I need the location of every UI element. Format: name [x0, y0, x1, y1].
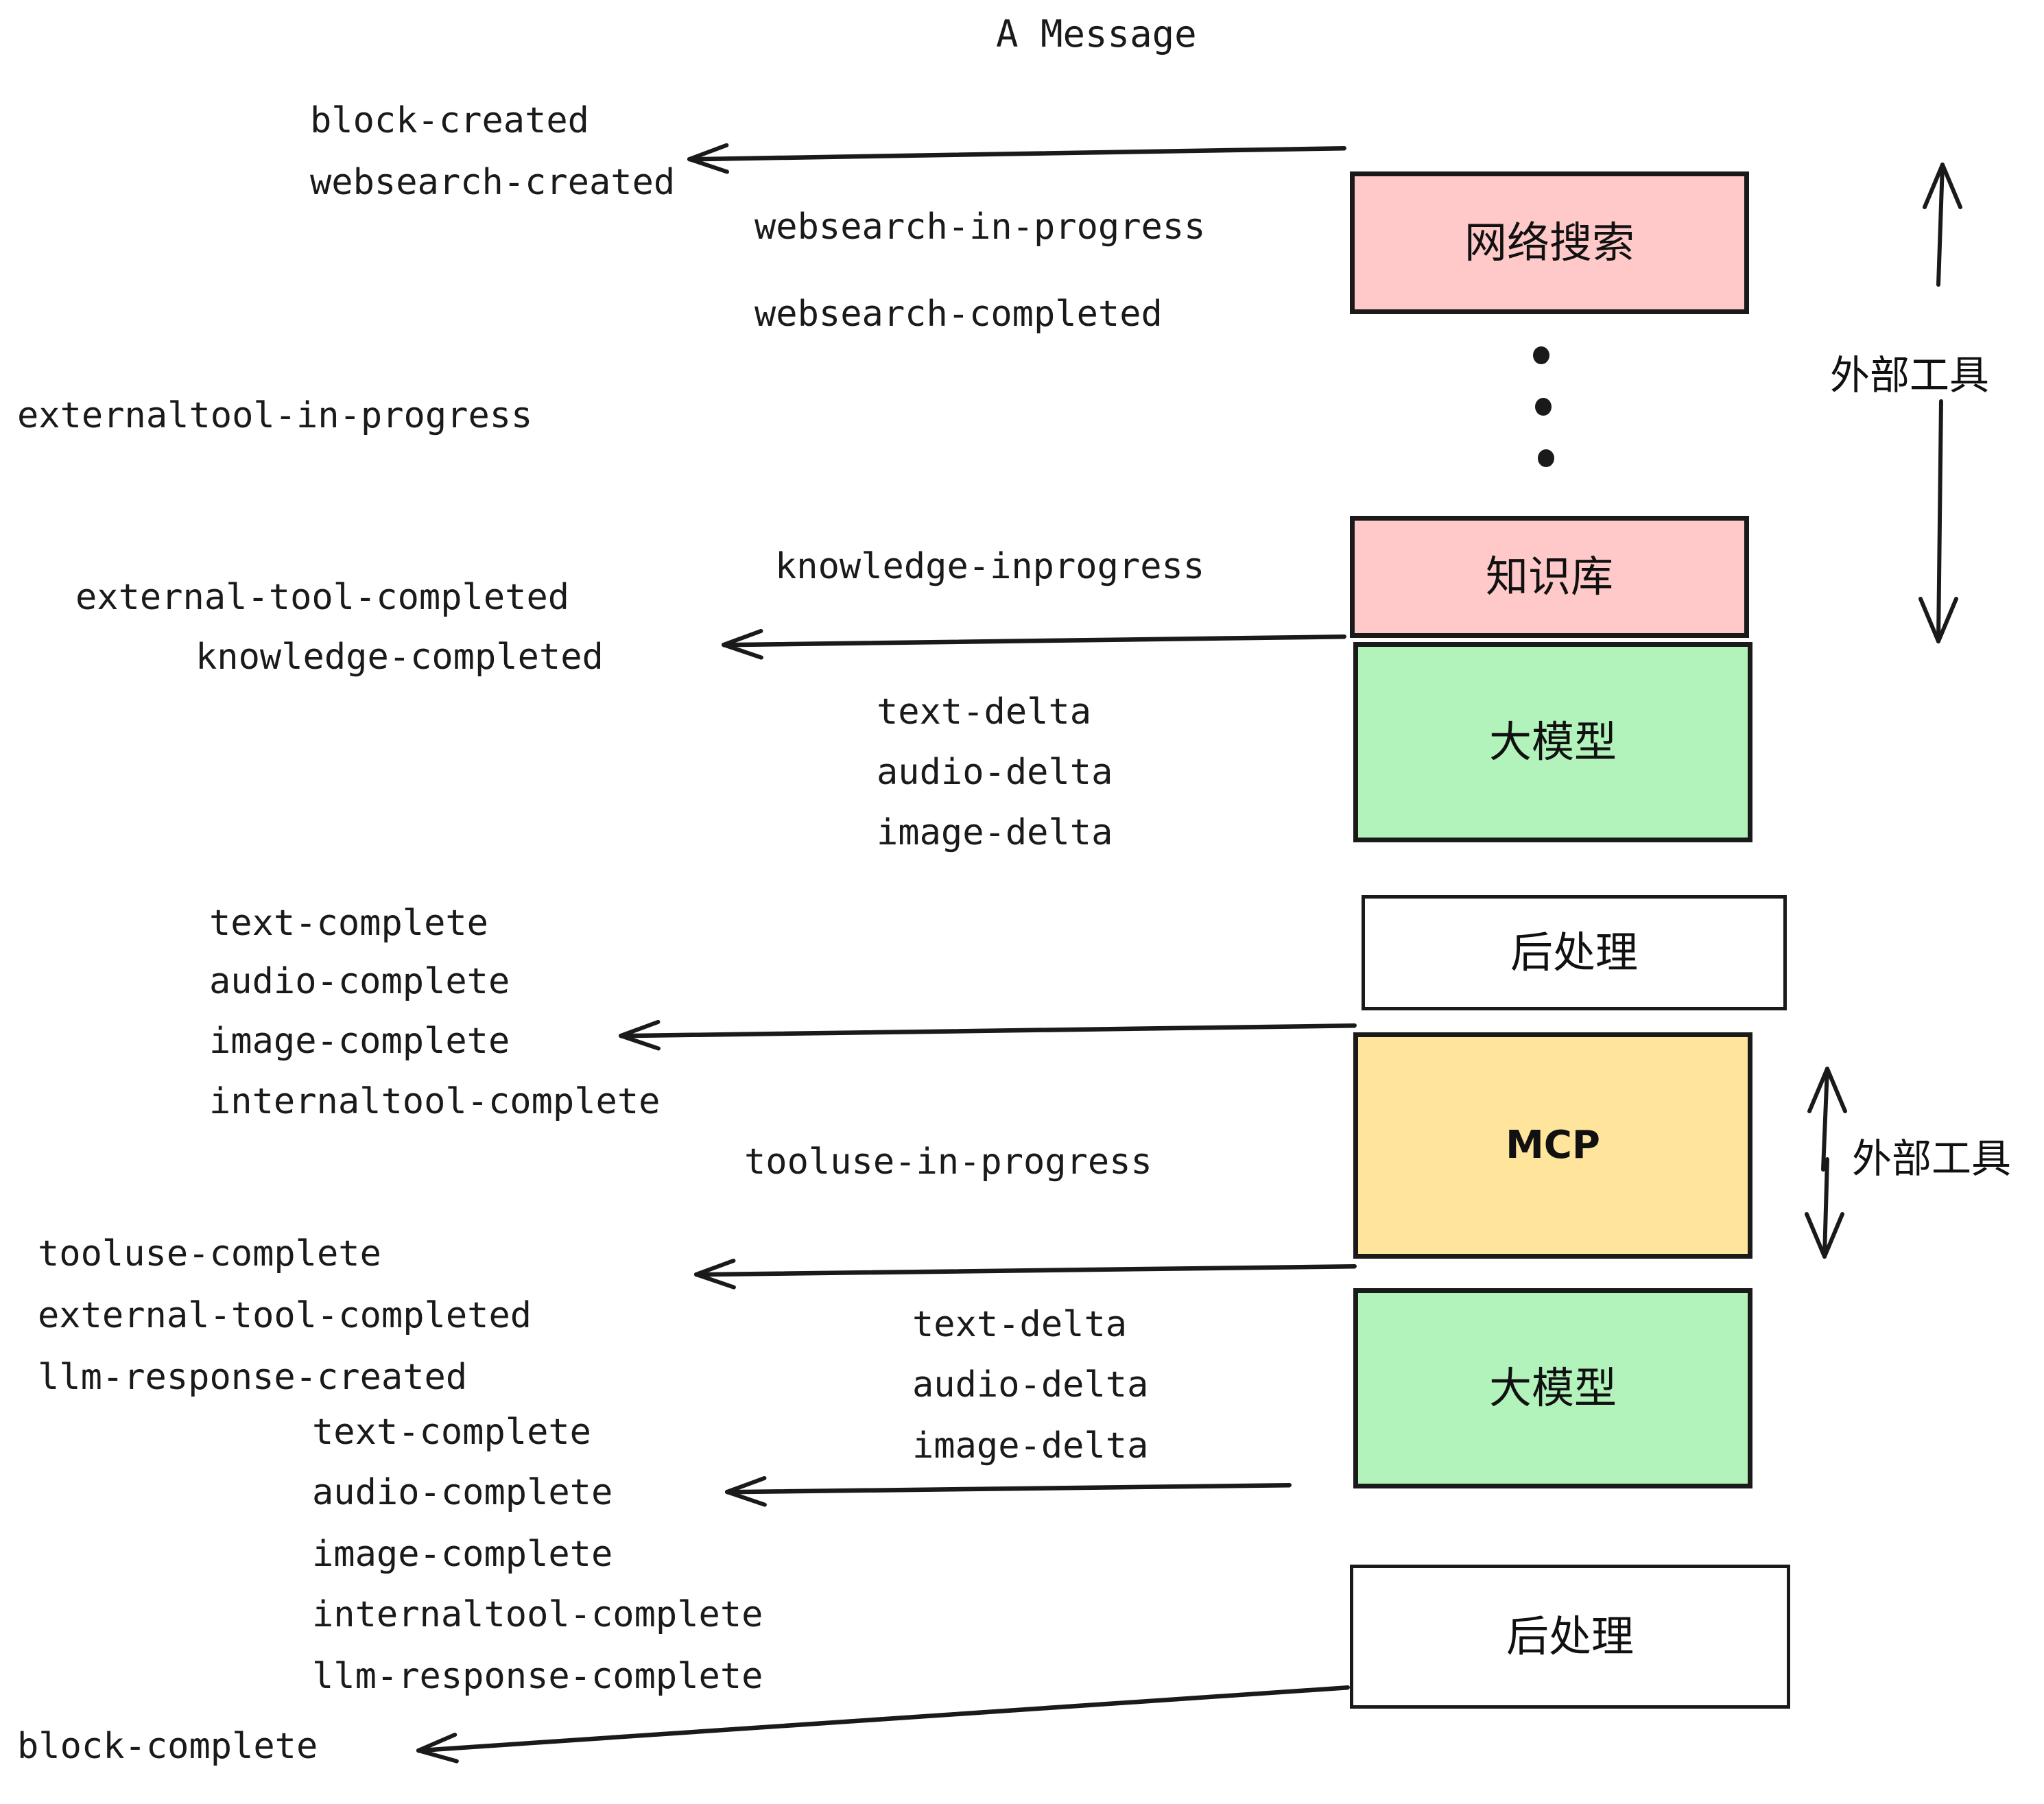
arrow-llm-bottom-to-left: [725, 1475, 1292, 1507]
event-label: text-delta: [877, 691, 1092, 733]
event-label: websearch-completed: [754, 294, 1163, 335]
event-label: tooluse-in-progress: [744, 1141, 1152, 1183]
external-tool-label: 外部工具: [1852, 1135, 2012, 1182]
event-label: image-delta: [877, 812, 1113, 853]
event-label: websearch-created: [310, 162, 676, 203]
event-label: internaltool-complete: [312, 1594, 763, 1635]
arrow-external-tool-down: [1918, 399, 1958, 643]
event-label: tooluse-complete: [38, 1233, 381, 1274]
node-label-post-bottom: 后处理: [1506, 1611, 1634, 1661]
ellipsis-dot-icon: [1535, 398, 1552, 416]
node-label-llm-top: 大模型: [1488, 717, 1617, 767]
event-label: internaltool-complete: [209, 1081, 661, 1122]
node-post-top: 后处理: [1362, 895, 1787, 1010]
arrow-mcp-tool-down: [1805, 1157, 1844, 1259]
node-label-mcp: MCP: [1506, 1123, 1600, 1167]
event-label: llm-response-created: [38, 1357, 468, 1398]
page-title: A Message: [996, 12, 1197, 56]
event-label: block-created: [310, 100, 589, 141]
ellipsis-dot-icon: [1538, 449, 1554, 467]
event-label: websearch-in-progress: [754, 206, 1206, 248]
event-label: image-complete: [209, 1021, 510, 1062]
event-label: text-delta: [912, 1304, 1128, 1345]
event-label: audio-complete: [312, 1472, 613, 1513]
event-label: text-complete: [209, 903, 488, 944]
arrow-external-tool-up: [1923, 163, 1962, 287]
node-llm-bottom: 大模型: [1353, 1288, 1752, 1488]
event-label: knowledge-completed: [195, 637, 604, 678]
event-label: block-complete: [17, 1726, 318, 1767]
event-label: external-tool-completed: [38, 1295, 532, 1336]
event-label: knowledge-inprogress: [775, 546, 1205, 587]
ellipsis-dot-icon: [1533, 346, 1549, 364]
event-label: audio-complete: [209, 961, 510, 1002]
event-label: audio-delta: [877, 752, 1113, 793]
event-label: llm-response-complete: [312, 1656, 763, 1697]
arrow-websearch-to-left: [687, 143, 1346, 174]
event-label: text-complete: [312, 1412, 591, 1453]
node-label-post-top: 后处理: [1510, 927, 1638, 977]
node-label-llm-bottom: 大模型: [1488, 1363, 1617, 1413]
node-post-bottom: 后处理: [1350, 1565, 1790, 1709]
event-label: audio-delta: [912, 1364, 1149, 1405]
event-label: image-delta: [912, 1425, 1149, 1467]
arrow-knowledge-to-left: [722, 628, 1346, 660]
event-label: external-tool-completed: [75, 577, 570, 618]
external-tool-label: 外部工具: [1830, 352, 1990, 399]
arrow-mcp-to-left: [694, 1258, 1357, 1290]
event-label: image-complete: [312, 1534, 613, 1575]
node-knowledge: 知识库: [1350, 516, 1749, 638]
arrow-mcp-tool-up: [1807, 1067, 1847, 1172]
node-mcp: MCP: [1353, 1032, 1752, 1259]
node-label-knowledge: 知识库: [1485, 551, 1613, 602]
node-llm-top: 大模型: [1353, 642, 1752, 842]
event-label: externaltool-in-progress: [17, 395, 533, 436]
node-label-websearch: 网络搜索: [1464, 217, 1635, 268]
node-websearch: 网络搜索: [1350, 171, 1749, 314]
arrow-post-top-to-left: [619, 1019, 1357, 1051]
arrow-post-bottom-to-left: [416, 1685, 1350, 1764]
